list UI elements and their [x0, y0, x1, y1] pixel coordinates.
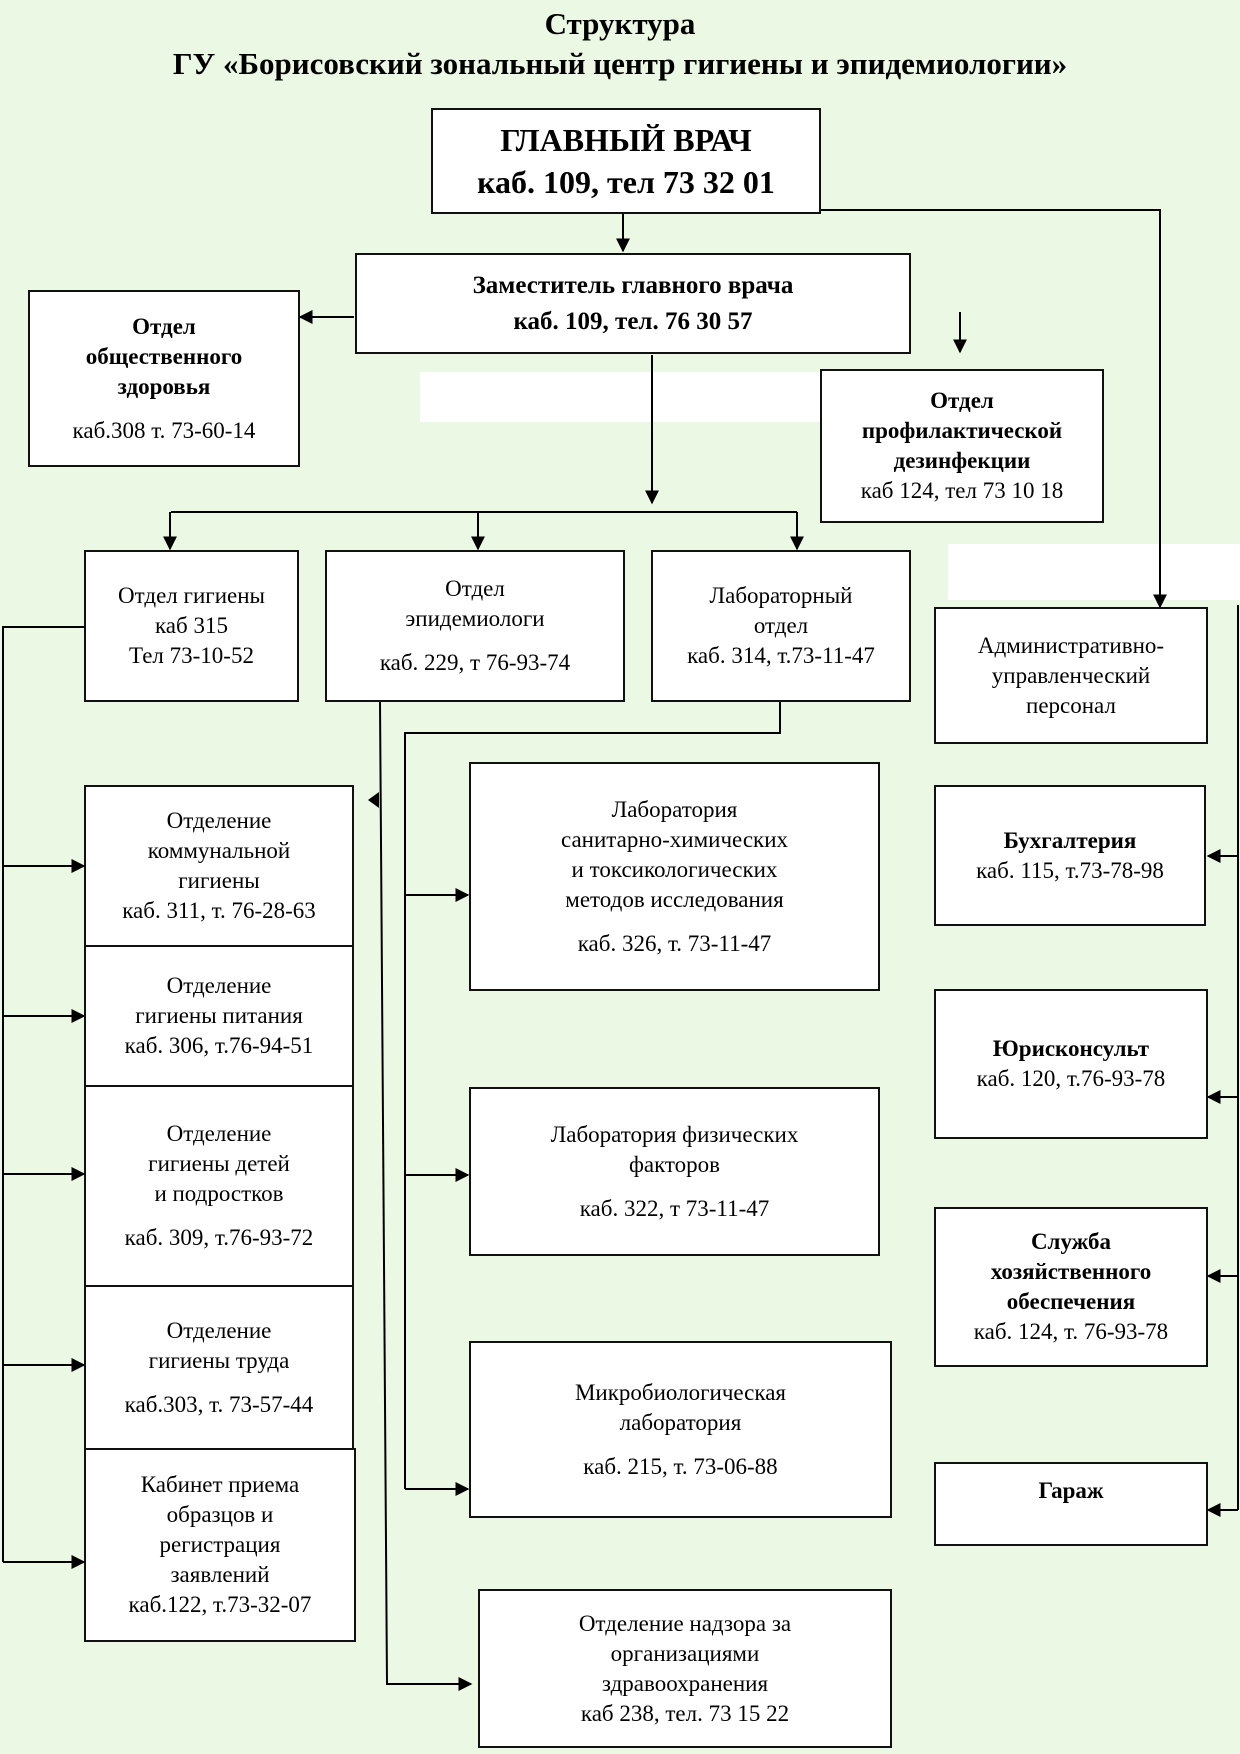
- accounting-box: Бухгалтерия каб. 115, т.73-78-98: [934, 785, 1206, 926]
- connector-arrow: [820, 209, 1167, 609]
- dept-name: Отделение коммунальной гигиены: [147, 808, 291, 893]
- connector-arrow: [379, 701, 473, 1691]
- dept-contact: каб. 322, т 73-11-47: [579, 1195, 770, 1221]
- dept-contact: каб. 311, т. 76-28-63: [122, 898, 316, 923]
- chief-contact: каб. 109, тел 73 32 01: [477, 164, 775, 200]
- dept-contact: каб. 326, т. 73-11-47: [577, 930, 772, 956]
- chemical-lab-box: Лаборатория санитарно-химических и токси…: [469, 762, 880, 991]
- dept-name: Отдел эпидемиологи: [405, 576, 545, 631]
- physical-factors-lab-box: Лаборатория физических факторов каб. 322…: [469, 1087, 880, 1256]
- dept-contact: каб.122, т.73-32-07: [128, 1592, 312, 1617]
- dept-contact: каб 124, тел 73 10 18: [860, 478, 1064, 503]
- dept-contact: каб. 229, т 76-93-74: [379, 650, 571, 675]
- dept-contact: каб. 115, т.73-78-98: [976, 857, 1164, 883]
- dept-name: Лаборатория физических факторов: [550, 1121, 799, 1177]
- dept-contact: каб. 215, т. 73-06-88: [583, 1453, 778, 1479]
- dept-contact: каб 238, тел. 73 15 22: [580, 1700, 790, 1726]
- laboratory-dept-box: Лабораторный отдел каб. 314, т.73-11-47: [651, 550, 911, 702]
- chief-name: ГЛАВНЫЙ ВРАЧ: [500, 122, 752, 158]
- dept-name: Лабораторный отдел: [709, 583, 853, 638]
- dept-name: Отделение гигиены питания: [135, 973, 303, 1028]
- dept-name: Лаборатория санитарно-химических и токси…: [560, 796, 789, 912]
- dept-contact: каб. 124, т. 76-93-78: [973, 1319, 1169, 1344]
- white-patch: [948, 544, 1240, 600]
- dept-name: Отделение надзора за организациями здрав…: [578, 1610, 792, 1696]
- legal-counsel-box: Юрисконсульт каб. 120, т.76-93-78: [934, 989, 1208, 1139]
- dept-contact: каб.308 т. 73-60-14: [72, 417, 256, 443]
- disinfection-dept-box: Отдел профилактической дезинфекции каб 1…: [820, 369, 1104, 523]
- deputy-name: Заместитель главного врача: [472, 271, 794, 299]
- dept-contact: каб. 309, т.76-93-72: [124, 1225, 314, 1250]
- epidemiology-dept-box: Отдел эпидемиологи каб. 229, т 76-93-74: [325, 550, 625, 702]
- connector-arrowhead: [368, 792, 379, 808]
- admin-staff-box: Административно- управленческий персонал: [934, 607, 1208, 744]
- hygiene-dept-box: Отдел гигиены каб 315 Тел 73-10-52: [84, 550, 299, 702]
- page-title: Структура: [544, 6, 696, 41]
- dept-name: Бухгалтерия: [1003, 827, 1137, 853]
- dept-name: Кабинет приема образцов и регистрация за…: [140, 1472, 300, 1587]
- deputy-chief-box: Заместитель главного врача каб. 109, тел…: [355, 253, 911, 354]
- page-subtitle: ГУ «Борисовский зональный центр гигиены …: [172, 46, 1068, 81]
- dept-name: Административно- управленческий персонал: [977, 632, 1165, 718]
- dept-contact: каб. 306, т.76-94-51: [124, 1033, 314, 1058]
- dept-contact: каб.303, т. 73-57-44: [124, 1391, 314, 1417]
- dept-name: Отдел профилактической дезинфекции: [861, 388, 1063, 473]
- connector-line: [2, 626, 85, 1562]
- communal-hygiene-box: Отделение коммунальной гигиены каб. 311,…: [84, 785, 354, 947]
- child-hygiene-box: Отделение гигиены детей и подростков каб…: [84, 1085, 354, 1287]
- healthcare-supervision-box: Отделение надзора за организациями здрав…: [478, 1589, 892, 1748]
- sample-reception-box: Кабинет приема образцов и регистрация за…: [84, 1448, 356, 1642]
- dept-name: Отдел общественного здоровья: [85, 313, 243, 399]
- chief-physician-box: ГЛАВНЫЙ ВРАЧ каб. 109, тел 73 32 01: [431, 108, 821, 214]
- dept-name: Отделение гигиены труда: [148, 1317, 290, 1373]
- garage-box: Гараж: [934, 1462, 1208, 1546]
- connector-line: [404, 702, 781, 1489]
- labour-hygiene-box: Отделение гигиены труда каб.303, т. 73-5…: [84, 1285, 354, 1450]
- nutrition-hygiene-box: Отделение гигиены питания каб. 306, т.76…: [84, 945, 354, 1087]
- dept-contact: каб. 120, т.76-93-78: [976, 1066, 1166, 1091]
- dept-name: Отделение гигиены детей и подростков: [148, 1121, 290, 1206]
- dept-name: Микробиологическая лаборатория: [574, 1379, 787, 1435]
- dept-name: Служба хозяйственного обеспечения: [990, 1229, 1152, 1314]
- deputy-contact: каб. 109, тел. 76 30 57: [513, 307, 753, 335]
- microbiology-lab-box: Микробиологическая лаборатория каб. 215,…: [469, 1341, 892, 1518]
- dept-name: Гараж: [1038, 1478, 1104, 1503]
- public-health-dept-box: Отдел общественного здоровья каб.308 т. …: [28, 290, 300, 467]
- dept-name: Юрисконсульт: [992, 1036, 1150, 1061]
- dept-name: Отдел гигиены каб 315 Тел 73-10-52: [118, 583, 265, 668]
- supply-service-box: Служба хозяйственного обеспечения каб. 1…: [934, 1207, 1208, 1367]
- white-patch: [420, 372, 820, 422]
- dept-contact: каб. 314, т.73-11-47: [687, 643, 875, 668]
